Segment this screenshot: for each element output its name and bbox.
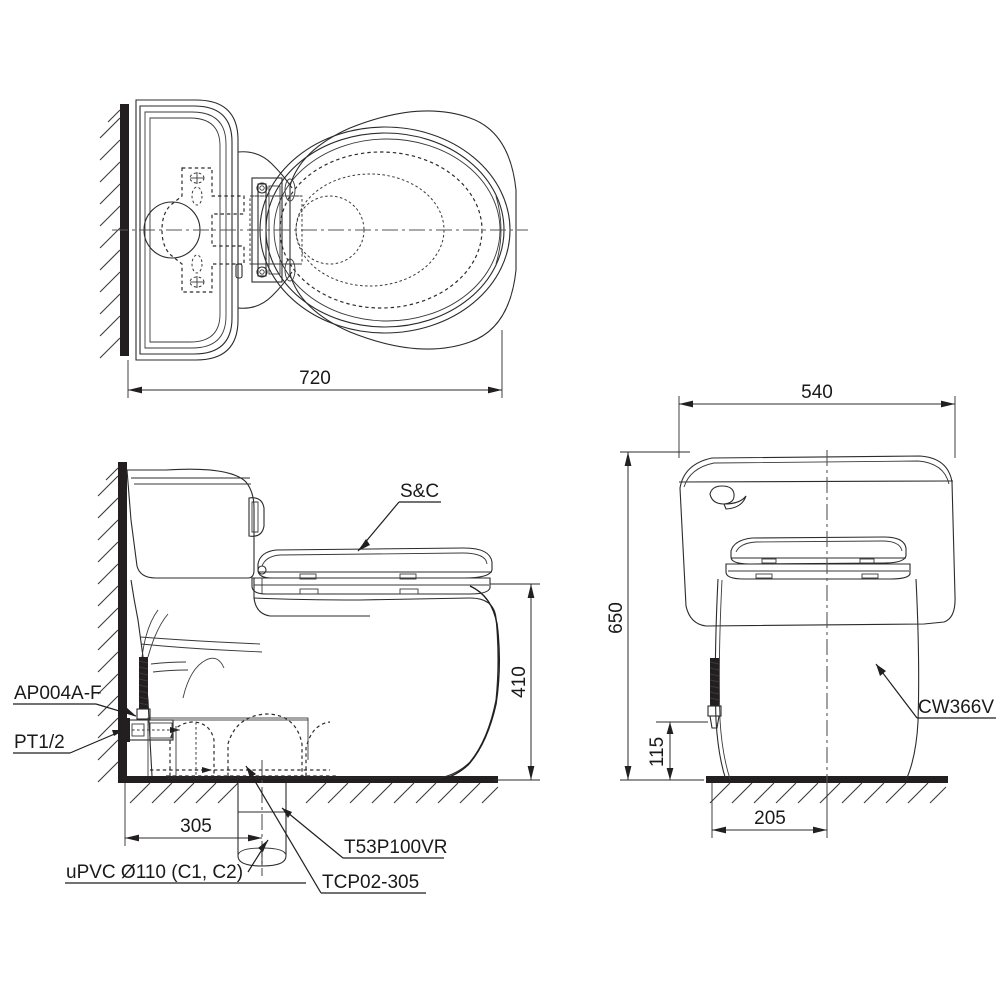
label-tcp02305: TCP02-305 [245, 765, 426, 894]
label-pt12: PT1/2 [13, 729, 125, 754]
dimension-720: 720 [127, 330, 503, 398]
label-t53p100vr-text: T53P100VR [344, 837, 448, 858]
side-view-hose-curve-1 [147, 613, 169, 658]
front-view-flush-lever [709, 485, 735, 505]
dimension-410: 410 [490, 583, 540, 781]
dimension-410-text: 410 [509, 666, 530, 698]
side-view-cistern [126, 468, 265, 579]
side-view-seat-cover [251, 547, 493, 595]
label-tcp02305-text: TCP02-305 [322, 872, 419, 893]
dimension-205: 205 [711, 783, 828, 838]
side-view-skirt-line-2 [140, 643, 263, 653]
dimension-540-text: 540 [801, 382, 833, 403]
dimension-305-text: 305 [180, 816, 212, 837]
label-t53p100vr: T53P100VR [281, 807, 448, 859]
side-view-skirt-line-1 [139, 636, 261, 645]
front-view-pan-right [905, 578, 920, 781]
side-view-skirt-line-4 [152, 669, 189, 673]
dimension-205-text: 205 [754, 808, 786, 829]
side-view-hose-curve-2 [141, 609, 159, 658]
side-view: S&C AP004A-F PT1/2 uPVC Ø110 (C1, C2) [13, 462, 540, 894]
label-sc: S&C [357, 481, 441, 552]
side-view-wall-hatching [97, 467, 119, 783]
dimension-115-text: 115 [647, 737, 668, 767]
side-view-flex-hose [139, 657, 148, 709]
label-cw366v-text: CW366V [918, 697, 994, 718]
side-view-pan-shoulder [253, 578, 370, 617]
side-view-bowl-front-curve [441, 585, 501, 780]
dimension-540: 540 [678, 382, 956, 458]
side-view-skirt-line-3 [150, 661, 187, 665]
top-view-flush-lever-tab [235, 263, 243, 279]
top-view: 720 [99, 99, 528, 398]
label-ap004af: AP004A-F [13, 683, 137, 717]
front-view: CW366V 540 650 [606, 382, 996, 838]
label-sc-text: S&C [400, 481, 439, 502]
front-view-floor-hatching [709, 782, 947, 804]
top-view-pan-outline [289, 110, 517, 350]
front-view-supply-stub [707, 658, 722, 729]
label-upvc-text: uPVC Ø110 (C1, C2) [66, 862, 243, 883]
label-cw366v: CW366V [875, 663, 996, 719]
dimension-305: 305 [124, 783, 263, 866]
side-view-flush-lever [248, 497, 265, 537]
top-view-wall-hatching [99, 109, 121, 359]
label-pt12-text: PT1/2 [14, 732, 65, 753]
side-view-floor-hatching [129, 782, 499, 804]
label-upvc: uPVC Ø110 (C1, C2) [65, 839, 306, 884]
side-view-bowl-outline [168, 597, 499, 779]
dimension-650: 650 [606, 451, 704, 781]
label-ap004af-text: AP004A-F [14, 683, 102, 704]
front-view-cistern [678, 455, 956, 627]
side-view-trap-curve [182, 657, 225, 699]
side-view-floor-slab [118, 776, 498, 783]
side-view-wall [118, 462, 127, 780]
front-view-pan-left-inner [718, 579, 731, 780]
front-view-seat-cover [725, 536, 911, 580]
side-view-hose-nut [136, 708, 151, 720]
top-view-cistern [135, 99, 239, 361]
front-view-pan-left [714, 578, 727, 781]
dimension-720-text: 720 [299, 368, 331, 389]
dimension-650-text: 650 [606, 602, 627, 634]
side-view-trapway-hidden [147, 657, 336, 777]
side-view-supply-assembly [125, 609, 180, 742]
dimension-115: 115 [647, 721, 708, 780]
